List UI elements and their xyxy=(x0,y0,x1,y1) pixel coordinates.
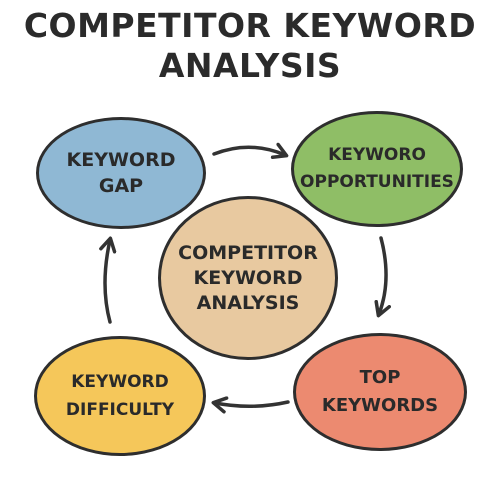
node-center-line-2: KEYWORD xyxy=(193,266,303,289)
title-line-1: COMPETITOR KEYWORD xyxy=(23,6,477,45)
node-keyword-gap-line-2: GAP xyxy=(98,175,144,197)
arrow-opportunities-to-top xyxy=(374,236,392,318)
node-keyword-difficulty: KEYWORD DIFFICULTY xyxy=(34,336,206,456)
arrow-top-to-difficulty xyxy=(211,396,290,414)
node-keyword-opportunities-line-2: OPPORTUNITIES xyxy=(300,172,454,192)
node-keyword-gap: KEYWORD GAP xyxy=(36,117,206,229)
node-center-line-1: COMPETITOR xyxy=(178,241,318,264)
node-center-competitor-keyword-analysis: COMPETITOR KEYWORD ANALYSIS xyxy=(158,196,338,360)
node-keyword-gap-line-1: KEYWORD xyxy=(66,149,176,171)
arrow-difficulty-to-gap xyxy=(99,236,117,324)
node-top-keywords-line-1: TOP xyxy=(359,367,401,388)
arrow-gap-to-opportunities xyxy=(212,142,289,160)
node-keyword-opportunities-line-1: KEYWORO xyxy=(328,145,426,165)
node-keyword-opportunities: KEYWORO OPPORTUNITIES xyxy=(291,111,463,227)
node-top-keywords-line-2: KEYWORDS xyxy=(321,395,439,416)
title-line-2: ANALYSIS xyxy=(158,46,342,85)
node-top-keywords: TOP KEYWORDS xyxy=(293,333,467,451)
page-title: COMPETITOR KEYWORD ANALYSIS xyxy=(0,6,500,86)
node-keyword-difficulty-line-2: DIFFICULTY xyxy=(65,400,175,420)
node-keyword-difficulty-line-1: KEYWORD xyxy=(71,372,169,392)
node-center-line-3: ANALYSIS xyxy=(196,291,300,314)
